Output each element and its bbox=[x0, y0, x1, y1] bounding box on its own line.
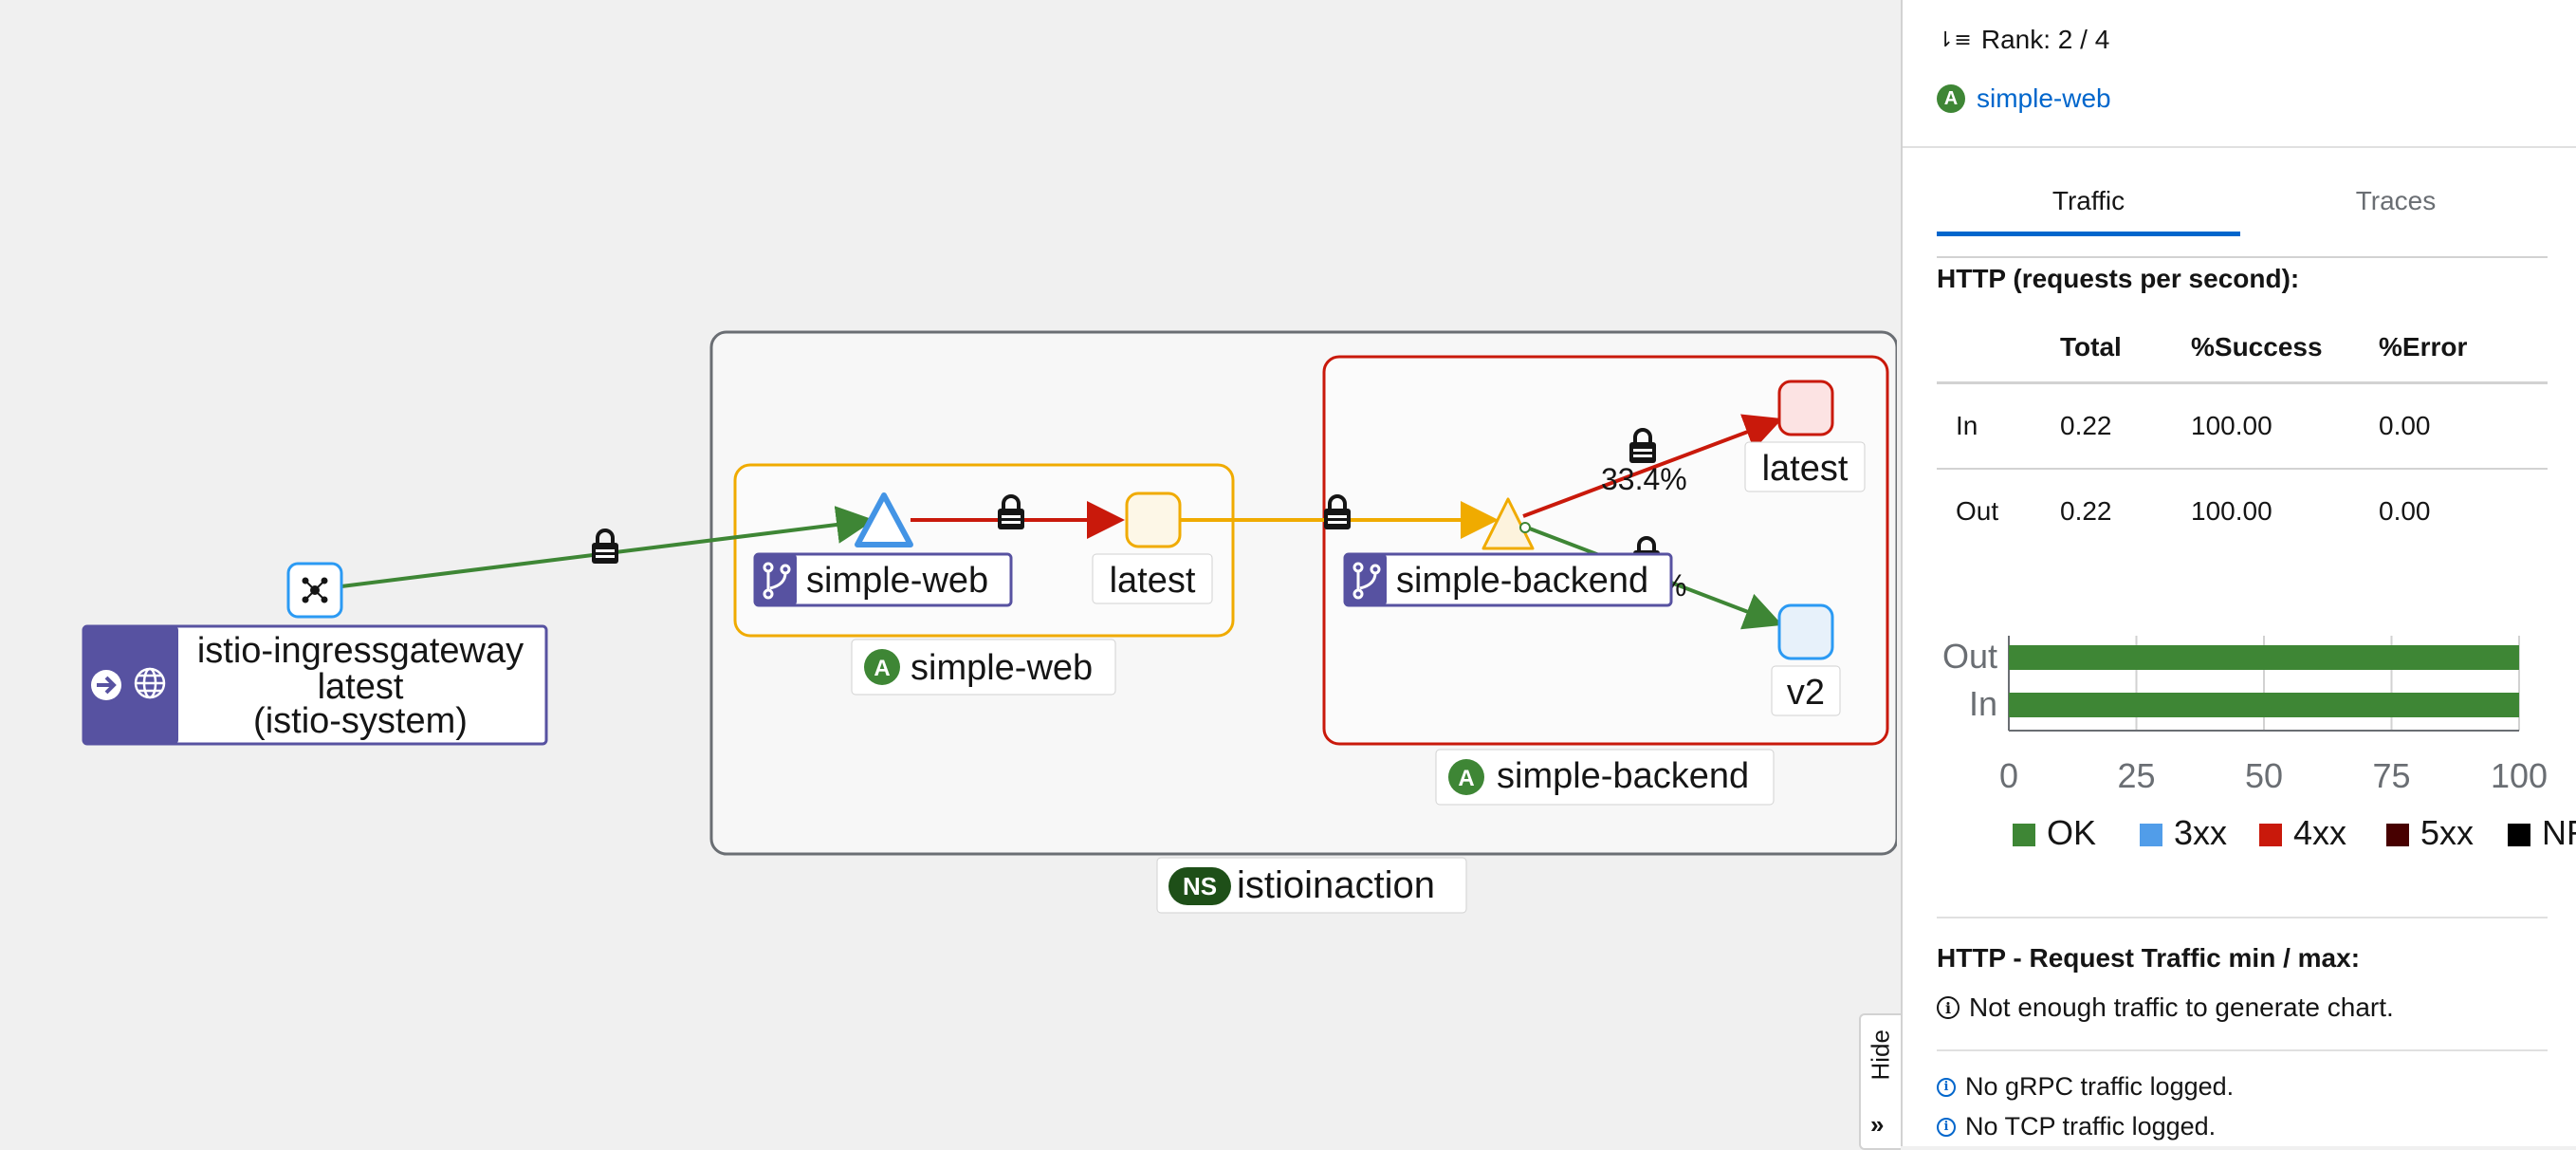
backend-v2-label: v2 bbox=[1787, 673, 1825, 713]
legend-swatch bbox=[2013, 824, 2035, 846]
backend-latest-node[interactable] bbox=[1777, 380, 1834, 436]
namespace-label-box[interactable] bbox=[1156, 857, 1467, 914]
not-enough-text: Not enough traffic to generate chart. bbox=[1969, 992, 2394, 1022]
branch-icon bbox=[763, 562, 791, 600]
y-tick-label: In bbox=[1969, 684, 1997, 723]
min-max-heading: HTTP - Request Traffic min / max: bbox=[1937, 943, 2361, 973]
mtls-lock-icon bbox=[590, 529, 620, 566]
x-tick-label: 50 bbox=[2245, 756, 2283, 795]
simple-web-app-label-box[interactable] bbox=[851, 639, 1116, 696]
simple-backend-app-label: simple-backend bbox=[1497, 756, 1749, 796]
globe-icon bbox=[134, 667, 166, 699]
backend-latest-label-box bbox=[1744, 441, 1866, 492]
table-cell: 0.00 bbox=[2379, 496, 2431, 526]
simple-web-service-node[interactable] bbox=[855, 492, 913, 547]
simple-web-latest-label-box bbox=[1092, 553, 1213, 604]
app-badge-icon: A bbox=[874, 656, 890, 681]
app-link[interactable]: A simple-web bbox=[1937, 83, 2111, 114]
divider bbox=[1937, 1049, 2548, 1051]
table-header: %Success bbox=[2172, 313, 2360, 384]
no-grpc-message: i No gRPC traffic logged. bbox=[1937, 1072, 2234, 1102]
no-tcp-text: No TCP traffic logged. bbox=[1965, 1112, 2217, 1141]
legend-swatch bbox=[2508, 824, 2530, 846]
legend-label: NR bbox=[2542, 813, 2576, 852]
simple-backend-service-node[interactable] bbox=[1481, 497, 1535, 550]
simple-web-app-box[interactable] bbox=[733, 463, 1235, 638]
table-cell: 0.00 bbox=[2360, 382, 2548, 470]
not-enough-message: i Not enough traffic to generate chart. bbox=[1937, 992, 2394, 1023]
namespace-badge-icon: NS bbox=[1183, 872, 1217, 900]
namespace-label: istioinaction bbox=[1237, 864, 1435, 906]
table-cell: 0.22 bbox=[2060, 496, 2112, 526]
double-chevron-icon: » bbox=[1870, 1110, 1885, 1139]
app-link-text[interactable]: simple-web bbox=[1977, 83, 2111, 113]
active-tab-indicator bbox=[1937, 232, 2240, 236]
backend-v2-node[interactable] bbox=[1777, 603, 1834, 660]
tab-traffic[interactable]: Traffic bbox=[2052, 186, 2125, 215]
ingress-name: istio-ingressgateway bbox=[197, 631, 524, 671]
info-icon: i bbox=[1937, 1117, 1956, 1137]
http-stats-table: Total %Success %Error In 0.22 100.00 0.0… bbox=[1937, 313, 2548, 553]
bar-ok-out bbox=[2009, 645, 2519, 670]
table-header-row: Total %Success %Error bbox=[1937, 313, 2548, 384]
gateway-entry-icon bbox=[91, 670, 121, 700]
x-tick-label: 25 bbox=[2117, 756, 2155, 795]
divider bbox=[1903, 146, 2576, 148]
simple-backend-workload-name: simple-backend bbox=[1396, 561, 1648, 601]
simple-web-latest-node[interactable] bbox=[1125, 492, 1182, 548]
app-badge-icon: A bbox=[1458, 766, 1474, 791]
table-row: Out 0.22 100.00 0.00 bbox=[1937, 469, 2548, 553]
summary-panel: ⇂≡ Rank: 2 / 4 A simple-web Traffic Trac… bbox=[1901, 0, 2576, 1146]
legend-swatch bbox=[2140, 824, 2162, 846]
backend-v2-label-box bbox=[1771, 665, 1841, 716]
mesh-graph[interactable]: 33.4% % istio-ingressgateway latest (ist… bbox=[0, 0, 1897, 1146]
edge-backend-to-latest[interactable] bbox=[1522, 414, 1783, 518]
ingress-icon bbox=[302, 577, 328, 603]
tabs-border bbox=[1937, 256, 2548, 258]
table-header: Total bbox=[2041, 313, 2172, 384]
sort-rank-icon: ⇂≡ bbox=[1937, 28, 1972, 52]
rank-text: Rank: 2 / 4 bbox=[1980, 25, 2110, 54]
legend-swatch bbox=[2259, 824, 2282, 846]
legend-label: 5xx bbox=[2420, 813, 2474, 852]
table-row: In 0.22 100.00 0.00 bbox=[1937, 382, 2548, 470]
simple-backend-app-label-box[interactable] bbox=[1435, 749, 1775, 806]
legend-swatch bbox=[2386, 824, 2409, 846]
legend-label: 3xx bbox=[2174, 813, 2227, 852]
table-cell: Out bbox=[1956, 496, 1999, 526]
divider bbox=[1937, 917, 2548, 918]
table-header: %Error bbox=[2360, 313, 2548, 384]
no-grpc-text: No gRPC traffic logged. bbox=[1965, 1072, 2235, 1101]
table-cell: 100.00 bbox=[2191, 496, 2272, 526]
ingress-version: latest bbox=[318, 667, 404, 707]
hide-label: Hide bbox=[1866, 1029, 1895, 1081]
table-cell: In bbox=[1937, 382, 2041, 470]
backend-latest-label: latest bbox=[1762, 449, 1849, 489]
rank-row: ⇂≡ Rank: 2 / 4 bbox=[1937, 25, 2109, 55]
app-badge-icon: A bbox=[1937, 84, 1965, 113]
tab-traces[interactable]: Traces bbox=[2355, 186, 2437, 215]
y-tick-label: Out bbox=[1942, 637, 1997, 676]
table-cell: 0.22 bbox=[2041, 382, 2172, 470]
hide-panel-button[interactable]: Hide » bbox=[1859, 1013, 1901, 1150]
edge-percent-top: 33.4% bbox=[1601, 462, 1687, 496]
x-tick-label: 0 bbox=[1999, 756, 2018, 795]
no-tcp-message: i No TCP traffic logged. bbox=[1937, 1112, 2216, 1141]
legend-label: OK bbox=[2047, 813, 2096, 852]
info-icon: i bbox=[1937, 996, 1960, 1019]
table-cell: 100.00 bbox=[2172, 382, 2360, 470]
http-heading: HTTP (requests per second): bbox=[1937, 264, 2300, 293]
x-tick-label: 100 bbox=[2491, 756, 2548, 795]
legend-label: 4xx bbox=[2293, 813, 2346, 852]
ingress-namespace: (istio-system) bbox=[253, 701, 468, 741]
table-header bbox=[1937, 313, 2041, 384]
simple-web-app-label: simple-web bbox=[911, 648, 1093, 688]
simple-web-workload-name: simple-web bbox=[806, 561, 988, 601]
branch-icon bbox=[1352, 562, 1381, 600]
x-tick-label: 75 bbox=[2372, 756, 2410, 795]
bar-ok-in bbox=[2009, 693, 2519, 717]
simple-web-latest-label: latest bbox=[1110, 561, 1196, 601]
info-icon: i bbox=[1937, 1077, 1956, 1097]
